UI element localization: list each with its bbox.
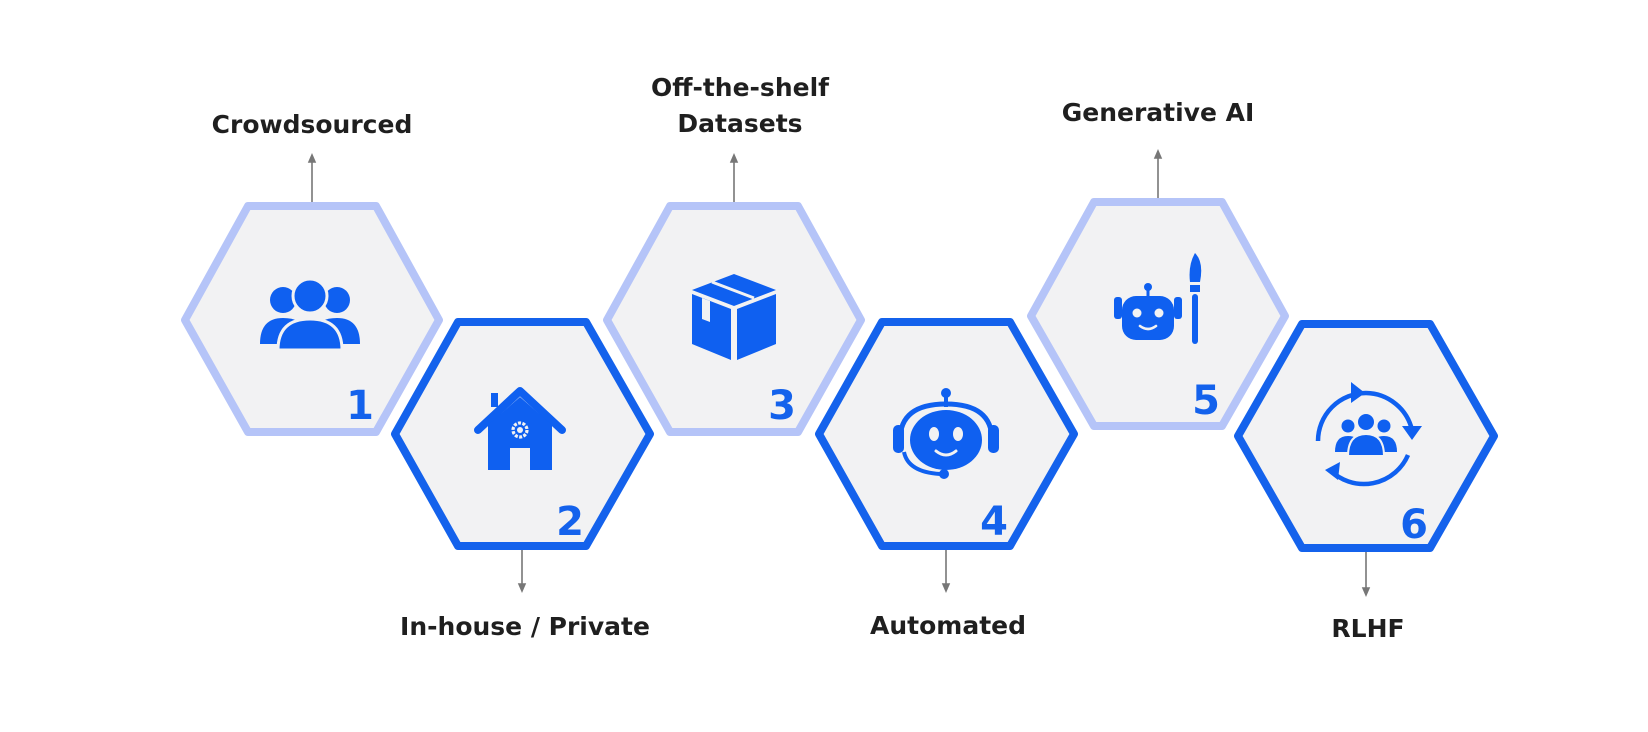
label-line: Generative AI xyxy=(1061,98,1255,127)
label-line: Automated xyxy=(870,611,1026,640)
label-off-the-shelf-datasets: Off-the-shelf Datasets xyxy=(651,70,829,142)
step-number-1: 1 xyxy=(346,383,374,429)
connector-5 xyxy=(1153,148,1163,198)
box-icon xyxy=(692,274,776,360)
label-line: In-house / Private xyxy=(400,612,650,641)
people-cycle-icon xyxy=(1315,382,1422,487)
connector-2 xyxy=(517,548,527,594)
connector-4 xyxy=(941,548,951,594)
label-line: Datasets xyxy=(677,109,803,138)
step-number-5: 5 xyxy=(1192,378,1220,424)
hexagon-3 xyxy=(603,202,865,436)
robot-brush-icon xyxy=(1114,253,1202,344)
label-crowdsourced: Crowdsourced xyxy=(212,107,413,143)
people-group-icon xyxy=(260,277,360,352)
label-rlhf: RLHF xyxy=(1331,611,1404,647)
connector-1 xyxy=(307,152,317,203)
label-line: RLHF xyxy=(1331,614,1405,643)
step-number-2: 2 xyxy=(556,499,584,545)
label-line: Off-the-shelf xyxy=(650,73,830,102)
connectors xyxy=(307,148,1371,598)
connector-6 xyxy=(1361,550,1371,598)
label-in-house-private: In-house / Private xyxy=(400,609,650,645)
label-generative-ai: Generative AI xyxy=(1062,95,1255,131)
label-line: Crowdsourced xyxy=(211,110,413,139)
step-number-4: 4 xyxy=(980,499,1008,545)
robot-headset-icon xyxy=(893,388,999,479)
house-gear-icon xyxy=(474,387,566,470)
connector-3 xyxy=(729,152,739,203)
label-automated: Automated xyxy=(870,608,1026,644)
step-number-3: 3 xyxy=(768,383,796,429)
step-number-6: 6 xyxy=(1400,502,1428,548)
